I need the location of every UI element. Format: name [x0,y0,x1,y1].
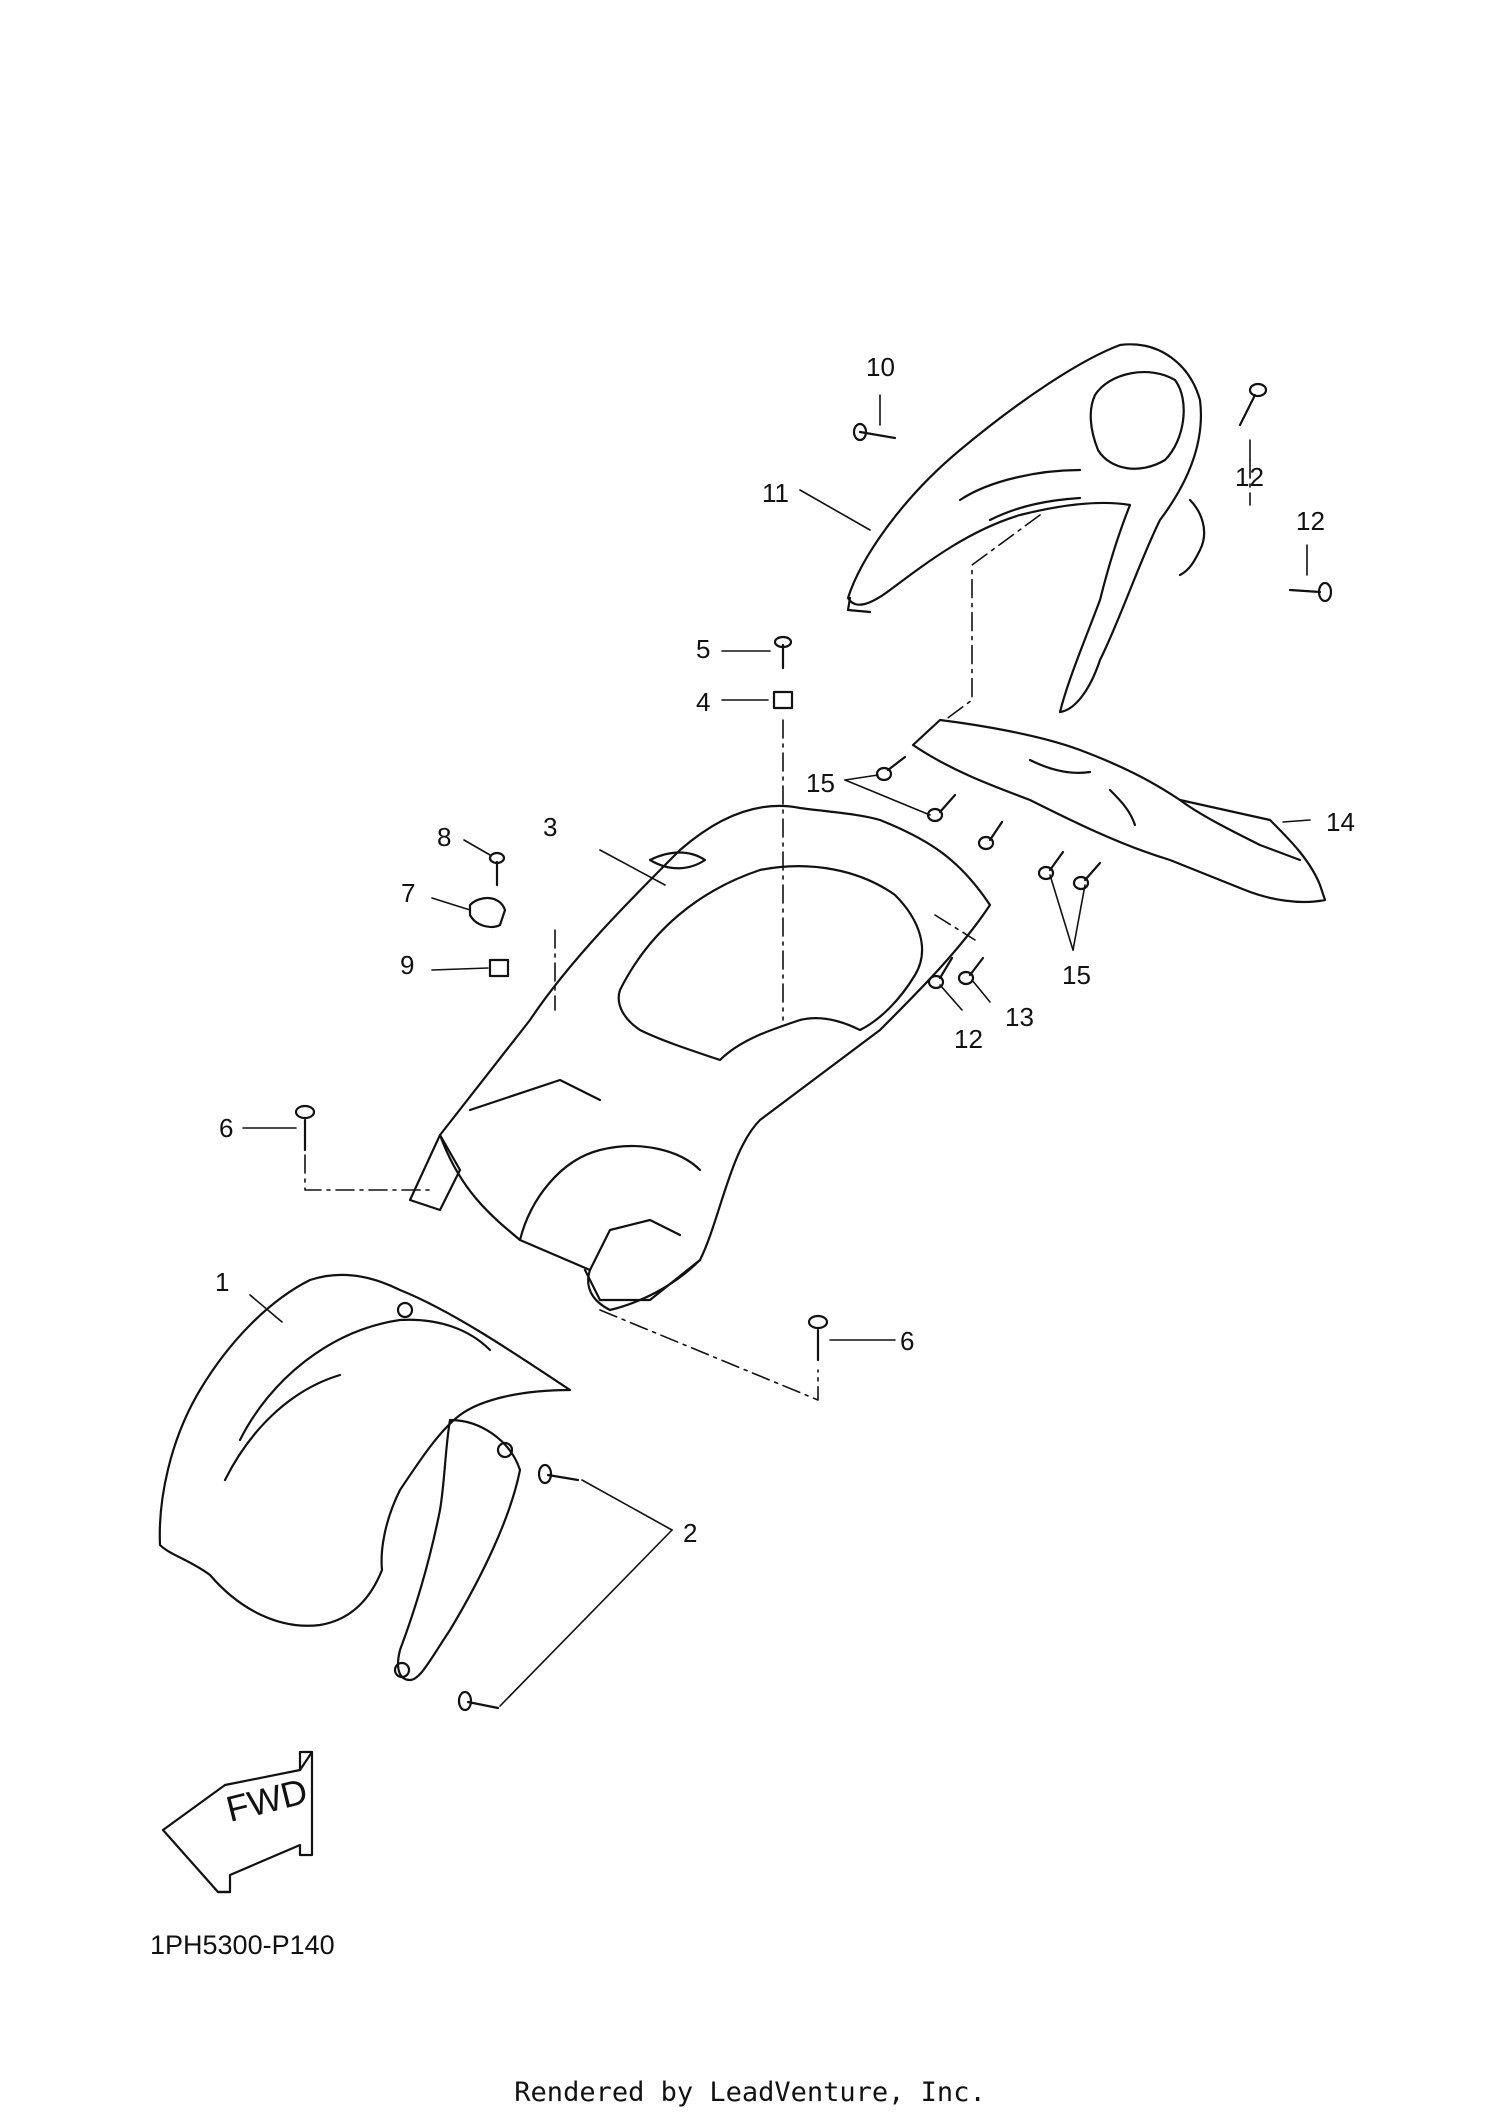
callout-13: 13 [1005,1002,1034,1032]
callout-15-bottom: 15 [1062,960,1091,990]
fastener-7-clamp[interactable] [468,897,507,929]
fastener-12c[interactable] [1288,581,1333,603]
fastener-2b[interactable] [457,1690,500,1712]
callout-7: 7 [401,878,416,908]
callout-6-left: 6 [219,1113,234,1143]
callout-12-far-right: 12 [1296,506,1325,536]
fastener-5[interactable] [773,635,793,670]
assembly-lines [304,459,1251,1401]
callout-8: 8 [437,822,452,852]
rendered-by-footer: Rendered by LeadVenture, Inc. [514,2077,986,2108]
fastener-9-nut[interactable] [488,958,510,978]
callout-1: 1 [215,1267,230,1297]
fastener-8[interactable] [488,851,506,887]
callout-9: 9 [400,950,415,980]
fastener-15d[interactable] [1037,850,1065,881]
callout-15-top: 15 [806,768,835,798]
part-1-front-fender[interactable] [158,1273,572,1682]
fastener-15a[interactable] [875,755,907,782]
fastener-15e[interactable] [1072,861,1102,891]
part-3-rear-fender[interactable] [408,804,992,1312]
fastener-12a[interactable] [852,422,897,442]
fastener-13[interactable] [957,956,985,986]
callout-14: 14 [1326,807,1355,837]
callout-5: 5 [696,634,711,664]
fwd-arrow-icon [161,1750,314,1894]
callout-12-top: 10 [866,352,895,382]
drawing-code: 1PH5300-P140 [150,1930,335,1960]
part-14-rear-bracket[interactable] [911,718,1327,904]
callout-6-right: 6 [900,1326,915,1356]
fastener-4-nut[interactable] [772,690,794,710]
fastener-15b[interactable] [926,793,957,823]
callout-10: 12 [954,1024,983,1054]
callout-12-right: 12 [1235,462,1264,492]
callout-3: 3 [543,812,558,842]
leader-lines [242,394,1311,1707]
fastener-2a[interactable] [537,1463,580,1485]
callout-2: 2 [683,1518,698,1548]
fastener-6b[interactable] [807,1314,829,1362]
fastener-6a[interactable] [294,1104,316,1152]
fastener-10[interactable] [927,956,954,990]
callout-4: 4 [696,687,711,717]
callout-11: 11 [762,478,789,508]
fastener-12b[interactable] [1238,382,1268,427]
fastener-15c[interactable] [977,820,1004,851]
part-11-tail-cover[interactable] [846,343,1206,714]
